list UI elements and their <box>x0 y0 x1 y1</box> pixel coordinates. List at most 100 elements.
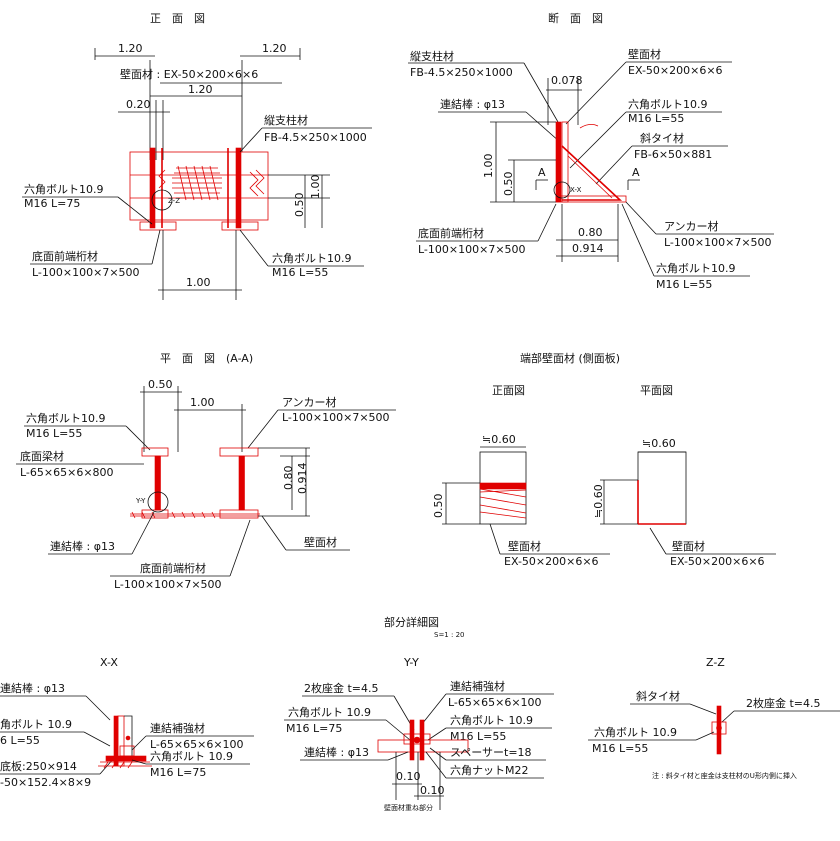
title-section: 断 面 図 <box>548 11 603 25</box>
zz-bolt-spec: M16 L=55 <box>592 742 648 755</box>
yy-dim-a: 0.10 <box>396 770 421 783</box>
front-col-spec: FB-4.5×250×1000 <box>264 131 367 144</box>
xx-bolt-spec: 6 L=55 <box>0 734 40 747</box>
yy-bolt-right-spec: M16 L=55 <box>450 730 506 743</box>
section-rod-label: 連結棒 : φ13 <box>440 97 505 111</box>
yy-bolt-left-name: 六角ボルト 10.9 <box>288 706 371 719</box>
plan-dim-100: 1.00 <box>190 396 215 409</box>
plan-front-beam-spec: L-100×100×7×500 <box>114 578 222 591</box>
yy-dim-b: 0.10 <box>420 784 445 797</box>
section-xx-mark: X-X <box>570 186 582 194</box>
section-bolt2-name: 六角ボルト10.9 <box>656 262 736 275</box>
yy-plate-spec: L-65×65×6×100 <box>448 696 542 709</box>
front-bolt-right-name: 六角ボルト10.9 <box>272 252 352 265</box>
front-beam-spec: L-100×100×7×500 <box>32 266 140 279</box>
front-bolt-right-spec: M16 L=55 <box>272 266 328 279</box>
plan-beam-spec: L-65×65×6×800 <box>20 466 114 479</box>
end-plan-w: ≒0.60 <box>642 437 676 450</box>
end-front-h: 0.50 <box>432 494 445 519</box>
section-a-left: A <box>538 166 546 179</box>
front-bolt-left-name: 六角ボルト10.9 <box>24 183 104 196</box>
plan-view: 0.50 1.00 アンカー材 L-100×100×7×500 六角ボルト10.… <box>16 378 396 591</box>
xx-base-name: 底板:250×914 <box>0 759 77 773</box>
yy-spacer: スペーサーt=18 <box>450 746 532 759</box>
end-front-w: ≒0.60 <box>482 433 516 446</box>
xx-plate-spec: L-65×65×6×100 <box>150 738 244 751</box>
front-col-name: 縦支柱材 <box>264 113 308 127</box>
yy-nut: 六角ナットM22 <box>450 764 529 777</box>
zz-washer: 2枚座金 t=4.5 <box>746 696 821 710</box>
title-plan: 平 面 図 (A-A) <box>160 352 253 365</box>
title-zz: Z-Z <box>706 656 725 669</box>
yy-overlap: 壁面材重ね部分 <box>384 803 433 812</box>
title-xx: X-X <box>100 656 118 669</box>
plan-bolt-spec: M16 L=55 <box>26 427 82 440</box>
front-dim-small: 0.20 <box>126 98 151 111</box>
section-view: 縦支柱材 FB-4.5×250×1000 0.078 壁面材 EX-50×200… <box>408 47 774 291</box>
plan-bolt-name: 六角ボルト10.9 <box>26 412 106 425</box>
title-yy: Y-Y <box>403 656 419 669</box>
plan-wall-label: 壁面材 <box>304 535 337 549</box>
plan-dim-0914: 0.914 <box>296 463 309 495</box>
plan-rod-label: 連結棒 : φ13 <box>50 539 115 553</box>
section-dim-050: 0.50 <box>502 172 515 197</box>
plan-anchor-spec: L-100×100×7×500 <box>282 411 390 424</box>
zz-tie: 斜タイ材 <box>636 689 680 703</box>
end-front-wall-name: 壁面材 <box>508 539 541 553</box>
end-plan-wall-name: 壁面材 <box>672 539 705 553</box>
section-dim-100: 1.00 <box>482 154 495 179</box>
title-detail: 部分詳細図 <box>384 615 439 629</box>
section-bolt2-spec: M16 L=55 <box>656 278 712 291</box>
section-beam-spec: L-100×100×7×500 <box>418 243 526 256</box>
title-end-panel: 端部壁面材 (側面板) <box>520 351 620 365</box>
detail-zz: 斜タイ材 2枚座金 t=4.5 六角ボルト 10.9 M16 L=55 注 : … <box>588 689 840 780</box>
front-dim-bottom: 1.00 <box>186 276 211 289</box>
front-view: 1.20 1.20 壁面材 : EX-50×200×6×6 1.20 0.20 <box>22 42 372 300</box>
end-plan-h: ≒0.60 <box>592 484 605 518</box>
title-end-front: 正面図 <box>492 384 525 397</box>
front-dim-right-top: 1.20 <box>262 42 287 55</box>
xx-plate-name: 連結補強材 <box>150 721 205 735</box>
section-col-name: 縦支柱材 <box>410 49 454 63</box>
yy-bolt-right-name: 六角ボルト 10.9 <box>450 714 533 727</box>
section-beam-name: 底面前端桁材 <box>418 226 484 240</box>
yy-plate-name: 連結補強材 <box>450 679 505 693</box>
front-wall-label: 壁面材 : EX-50×200×6×6 <box>120 67 258 81</box>
plan-dim-080: 0.80 <box>282 466 295 491</box>
section-bolt-spec: M16 L=55 <box>628 112 684 125</box>
section-dim-078: 0.078 <box>551 74 583 87</box>
front-hatch <box>158 165 265 201</box>
section-tie-spec: FB-6×50×881 <box>634 148 712 161</box>
plan-anchor-name: アンカー材 <box>282 395 337 409</box>
front-dim-left-top: 1.20 <box>118 42 143 55</box>
front-dim-mid: 1.20 <box>188 83 213 96</box>
xx-bolt-name: 角ボルト 10.9 <box>0 718 72 731</box>
section-wall-spec: EX-50×200×6×6 <box>628 64 723 77</box>
front-dim-h100: 1.00 <box>309 175 322 200</box>
yy-rod-label: 連結棒 : φ13 <box>304 745 369 759</box>
section-tie-name: 斜タイ材 <box>640 131 684 145</box>
front-bolt-left-spec: M16 L=75 <box>24 197 80 210</box>
plan-dim-050: 0.50 <box>148 378 173 391</box>
end-panel-view: ≒0.60 0.50 壁面材 EX-50×200×6×6 ≒0.60 ≒0.60… <box>432 433 776 568</box>
zz-note: 注 : 斜タイ材と座金は支柱材のU形内側に挿入 <box>652 771 797 780</box>
section-col-spec: FB-4.5×250×1000 <box>410 66 513 79</box>
xx-bolt2-spec: M16 L=75 <box>150 766 206 779</box>
front-zz-mark: Z-Z <box>168 197 180 205</box>
yy-washer: 2枚座金 t=4.5 <box>304 681 379 695</box>
xx-base-spec: -50×152.4×8×9 <box>0 776 91 789</box>
detail-scale: S=1 : 20 <box>434 631 464 639</box>
title-front: 正 面 図 <box>150 12 205 25</box>
plan-front-beam-name: 底面前端桁材 <box>140 561 206 575</box>
title-end-plan: 平面図 <box>640 384 673 397</box>
zz-bolt-name: 六角ボルト 10.9 <box>594 726 677 739</box>
section-bolt-name: 六角ボルト10.9 <box>628 98 708 111</box>
section-wall-name: 壁面材 <box>628 47 661 61</box>
section-anchor-name: アンカー材 <box>664 219 719 233</box>
section-dim-080: 0.80 <box>578 226 603 239</box>
section-a-right: A <box>632 166 640 179</box>
section-anchor-spec: L-100×100×7×500 <box>664 236 772 249</box>
end-front-wall-spec: EX-50×200×6×6 <box>504 555 599 568</box>
plan-yy-mark: Y-Y <box>135 497 146 505</box>
